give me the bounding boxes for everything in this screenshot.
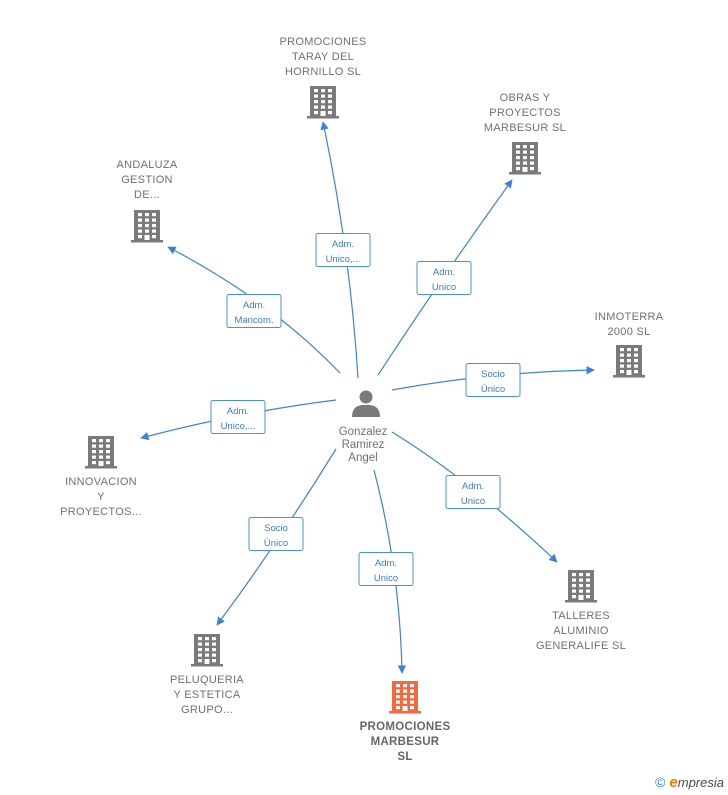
company-name: PROMOCIONES <box>360 721 451 733</box>
relation-label: Adm. <box>332 239 354 250</box>
company-name: PROMOCIONES <box>279 36 366 48</box>
company-name: GRUPO... <box>181 704 233 716</box>
relation-label: Adm. <box>375 558 397 569</box>
company-name: INMOTERRA <box>595 311 664 323</box>
company-node-innovacion[interactable]: INNOVACION Y PROYECTOS... <box>60 436 142 518</box>
relation-label: Adm. <box>462 481 484 492</box>
footer-brand: ©empresia <box>655 774 724 791</box>
relation-badge[interactable]: Adm. Unico <box>416 261 472 295</box>
relation-label: Socio <box>481 369 505 380</box>
company-node-inmoterra[interactable]: INMOTERRA 2000 SL <box>595 311 664 378</box>
copyright-symbol: © <box>655 774 666 790</box>
company-name: DE... <box>134 189 160 201</box>
building-icon[interactable] <box>509 142 541 175</box>
company-name: SL <box>397 751 412 763</box>
person-name: Angel <box>348 452 377 464</box>
company-name: INNOVACION <box>65 476 137 488</box>
edge-innovacion: Adm. Unico,... <box>140 399 337 441</box>
relation-label: Unico,... <box>221 421 256 432</box>
edge-obras: Adm. Unico <box>377 179 513 376</box>
relation-label: Socio <box>264 523 288 534</box>
company-node-peluqueria[interactable]: PELUQUERIA Y ESTETICA GRUPO... <box>170 634 244 716</box>
company-name: OBRAS Y <box>500 92 551 104</box>
relation-label: Único <box>481 384 505 395</box>
relation-label: Unico <box>374 573 398 584</box>
company-node-taray[interactable]: PROMOCIONES TARAY DEL HORNILLO SL <box>279 36 366 119</box>
relation-label: Unico <box>461 496 485 507</box>
company-name: PELUQUERIA <box>170 674 244 686</box>
edge-andaluza: Adm. Mancom. <box>167 246 341 374</box>
company-node-obras[interactable]: OBRAS Y PROYECTOS MARBESUR SL <box>484 92 566 175</box>
building-icon[interactable] <box>307 86 339 119</box>
relation-label: Adm. <box>433 267 455 278</box>
company-name: HORNILLO SL <box>285 66 361 78</box>
company-name: Y <box>97 491 105 503</box>
edge-talleres: Adm. Unico <box>391 431 558 563</box>
company-name: 2000 SL <box>607 326 650 338</box>
company-name: Y ESTETICA <box>174 689 241 701</box>
company-name: MARBESUR <box>371 736 440 748</box>
relation-label: Unico,... <box>326 254 361 265</box>
relation-label: Adm. <box>227 406 249 417</box>
relation-badge[interactable]: Adm. Unico,... <box>210 400 266 434</box>
brand-initial: e <box>669 774 678 791</box>
company-node-andaluza[interactable]: ANDALUZA GESTION DE... <box>116 159 178 243</box>
company-name: TARAY DEL <box>292 51 354 63</box>
relation-label: Mancom. <box>234 315 273 326</box>
relation-badge[interactable]: Adm. Unico <box>358 552 414 586</box>
company-node-marbesur[interactable]: PROMOCIONES MARBESUR SL <box>360 681 451 763</box>
building-icon[interactable] <box>85 436 117 469</box>
company-name: GESTION <box>121 174 173 186</box>
building-icon[interactable] <box>131 210 163 243</box>
company-name: PROYECTOS <box>489 107 561 119</box>
edge-marbesur: Adm. Unico <box>358 469 414 674</box>
relation-badge[interactable]: Adm. Unico,... <box>315 233 371 267</box>
company-name: MARBESUR SL <box>484 122 566 134</box>
company-node-talleres[interactable]: TALLERES ALUMINIO GENERALIFE SL <box>536 570 626 652</box>
building-icon[interactable] <box>191 634 223 667</box>
relation-badge[interactable]: Adm. Mancom. <box>226 294 282 328</box>
relation-label: Único <box>264 538 288 549</box>
company-name: TALLERES <box>552 610 610 622</box>
building-icon[interactable] <box>613 345 645 378</box>
brand-name: mpresia <box>677 775 724 790</box>
relation-badge[interactable]: Adm. Unico <box>445 475 501 509</box>
person-name: Gonzalez <box>339 426 388 438</box>
company-name: PROYECTOS... <box>60 506 142 518</box>
person-name: Ramirez <box>342 439 385 451</box>
person-icon[interactable] <box>352 390 380 418</box>
building-icon[interactable] <box>389 681 421 714</box>
edge-taray: Adm. Unico,... <box>315 121 371 379</box>
building-icon[interactable] <box>565 570 597 603</box>
company-name: ANDALUZA <box>116 159 177 171</box>
relation-label: Unico <box>432 282 456 293</box>
relation-label: Adm. <box>243 300 265 311</box>
company-name: ALUMINIO <box>553 625 609 637</box>
company-name: GENERALIFE SL <box>536 640 626 652</box>
